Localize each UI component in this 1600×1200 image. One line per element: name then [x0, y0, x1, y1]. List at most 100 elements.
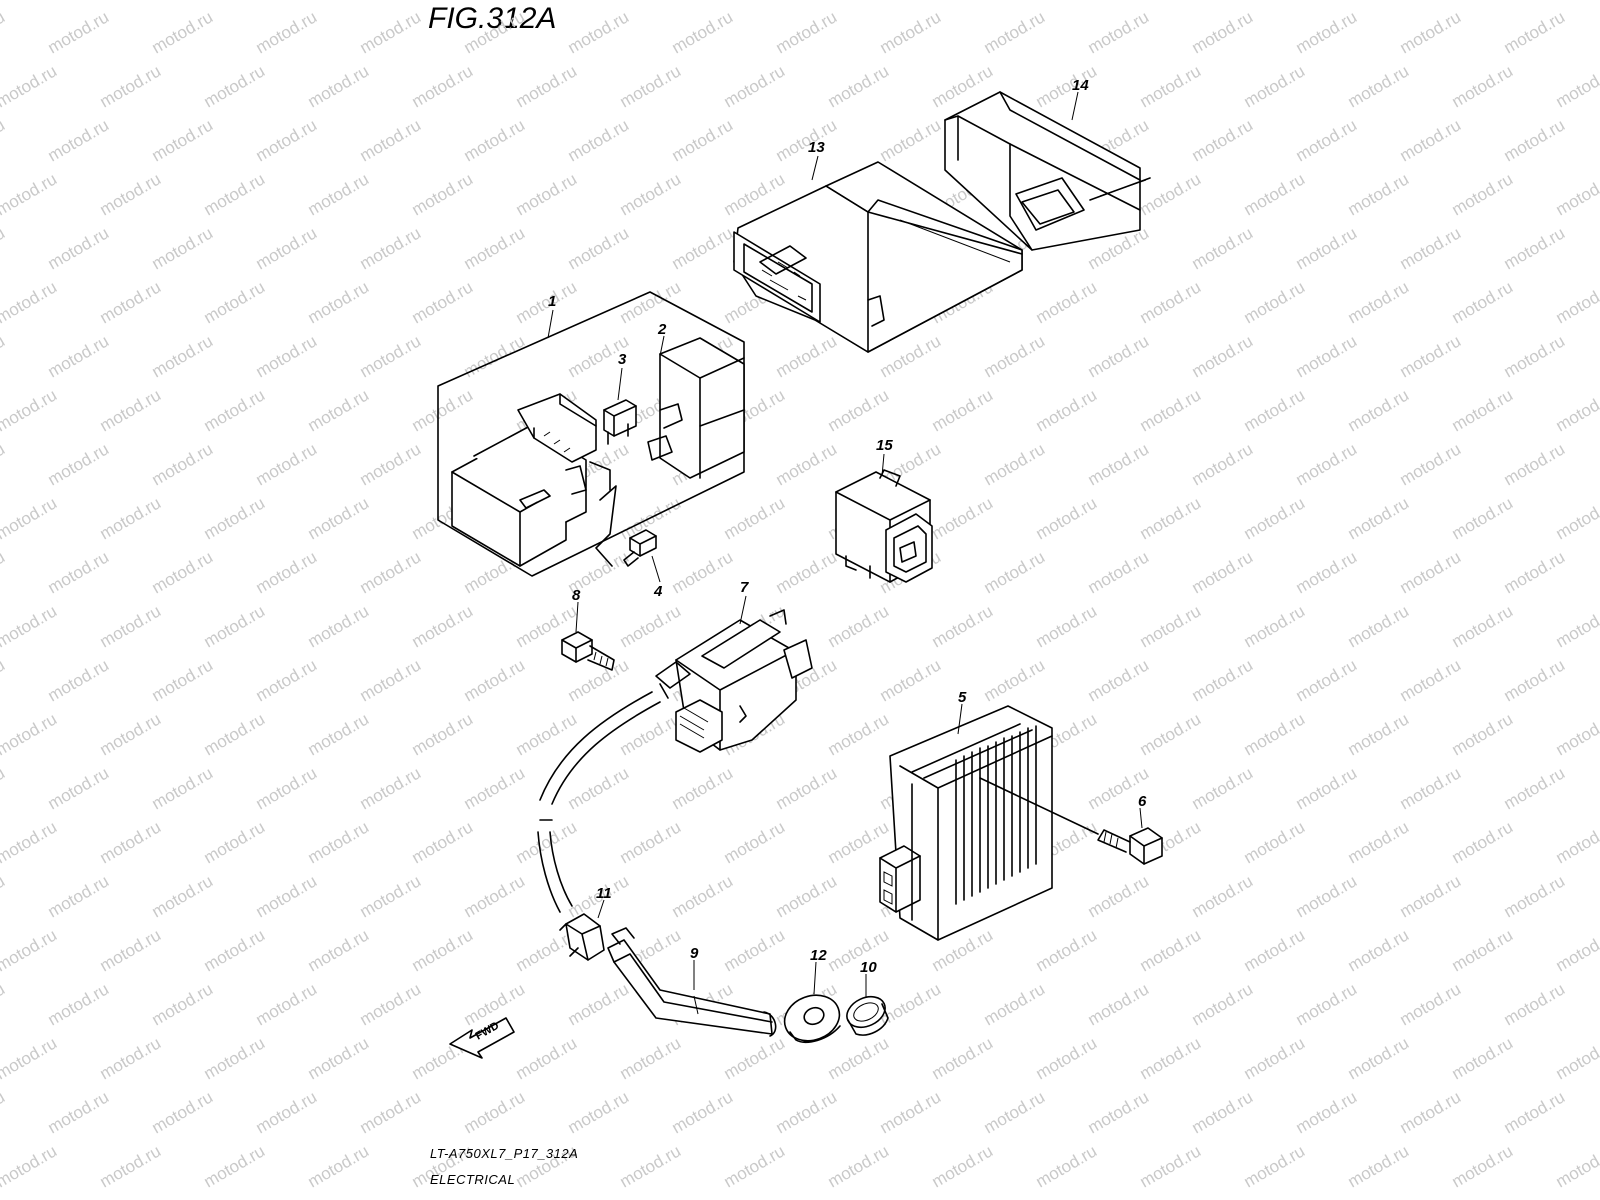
callout-10[interactable]: 10: [860, 959, 877, 976]
watermark-text: motod.ru: [773, 871, 841, 921]
watermark-text: motod.ru: [45, 763, 113, 813]
watermark-text: motod.ru: [1189, 331, 1257, 381]
watermark-text: motod.ru: [253, 763, 321, 813]
watermark-text: motod.ru: [97, 0, 165, 3]
callout-9[interactable]: 9: [690, 945, 699, 962]
watermark-text: motod.ru: [773, 331, 841, 381]
watermark-text: motod.ru: [669, 1087, 737, 1137]
watermark-text: motod.ru: [669, 547, 737, 597]
watermark-text: motod.ru: [1189, 223, 1257, 273]
part-8-bolt[interactable]: [561, 631, 615, 671]
watermark-text: motod.ru: [1189, 1087, 1257, 1137]
watermark-text: motod.ru: [1085, 7, 1153, 57]
watermark-text: motod.ru: [1241, 277, 1309, 327]
watermark-text: motod.ru: [825, 1141, 893, 1191]
callout-12[interactable]: 12: [810, 947, 827, 964]
watermark-text: motod.ru: [1449, 1141, 1517, 1191]
watermark-text: motod.ru: [513, 277, 581, 327]
watermark-text: motod.ru: [981, 655, 1049, 705]
watermark-text: motod.ru: [1085, 547, 1153, 597]
watermark-text: motod.ru: [97, 385, 165, 435]
watermark-text: motod.ru: [1293, 223, 1361, 273]
watermark-text: motod.ru: [1137, 385, 1205, 435]
watermark-text: motod.ru: [617, 169, 685, 219]
part-10-sleeve[interactable]: [842, 991, 890, 1036]
watermark-text: motod.ru: [1085, 1087, 1153, 1137]
callout-7[interactable]: 7: [740, 579, 749, 596]
callout-14[interactable]: 14: [1072, 77, 1089, 94]
part-6-bolt[interactable]: [979, 777, 1163, 865]
callout-13[interactable]: 13: [808, 139, 825, 156]
callout-5[interactable]: 5: [958, 689, 967, 706]
watermark-text: motod.ru: [981, 547, 1049, 597]
watermark-text: motod.ru: [721, 61, 789, 111]
watermark-text: motod.ru: [201, 0, 269, 3]
watermark-text: motod.ru: [253, 331, 321, 381]
callout-2[interactable]: 2: [657, 321, 667, 338]
part-9-plug-boot[interactable]: [607, 927, 777, 1037]
watermark-text: motod.ru: [253, 655, 321, 705]
watermark-text: motod.ru: [981, 1087, 1049, 1137]
watermark-text: motod.ru: [461, 1087, 529, 1137]
watermark-text: motod.ru: [1137, 169, 1205, 219]
watermark-text: motod.ru: [45, 1087, 113, 1137]
watermark-text: motod.ru: [1345, 385, 1413, 435]
watermark-text: motod.ru: [149, 331, 217, 381]
watermark-text: motod.ru: [1397, 871, 1465, 921]
watermark-text: motod.ru: [1137, 493, 1205, 543]
callout-3[interactable]: 3: [618, 351, 627, 368]
watermark-text: motod.ru: [669, 871, 737, 921]
watermark-text: motod.ru: [513, 61, 581, 111]
watermark-text: motod.ru: [669, 115, 737, 165]
watermark-text: motod.ru: [1137, 0, 1205, 3]
section-title: ELECTRICAL: [430, 1172, 516, 1187]
callout-4[interactable]: 4: [653, 583, 663, 600]
callout-6[interactable]: 6: [1138, 793, 1147, 810]
part-11-plug-cap[interactable]: [559, 913, 605, 961]
watermark-text: motod.ru: [305, 493, 373, 543]
watermark-text: motod.ru: [1033, 61, 1101, 111]
watermark-text: motod.ru: [0, 655, 8, 705]
watermark-text: motod.ru: [1397, 331, 1465, 381]
watermark-text: motod.ru: [825, 1033, 893, 1083]
watermark-text: motod.ru: [45, 439, 113, 489]
watermark-text: motod.ru: [1397, 439, 1465, 489]
callout-1[interactable]: 1: [548, 293, 556, 310]
part-5-regulator-rectifier[interactable]: [879, 705, 1053, 941]
watermark-text: motod.ru: [1241, 385, 1309, 435]
watermark-text: motod.ru: [981, 979, 1049, 1029]
watermark-text: motod.ru: [1397, 1087, 1465, 1137]
callout-8[interactable]: 8: [572, 587, 581, 604]
watermark-text: motod.ru: [1033, 0, 1101, 3]
watermark-text: motod.ru: [1241, 817, 1309, 867]
watermark-text: motod.ru: [0, 1033, 60, 1083]
callout-11[interactable]: 11: [596, 885, 612, 902]
part-15-relay[interactable]: [835, 469, 933, 583]
watermark-text: motod.ru: [409, 925, 477, 975]
watermark-text: motod.ru: [773, 115, 841, 165]
part-4-screw[interactable]: [623, 529, 657, 567]
watermark-text: motod.ru: [149, 547, 217, 597]
watermark-text: motod.ru: [1293, 1087, 1361, 1137]
watermark-text: motod.ru: [305, 61, 373, 111]
part-13-ecm[interactable]: [733, 161, 1023, 353]
watermark-text: motod.ru: [1293, 7, 1361, 57]
part-7-ignition-coil[interactable]: [655, 609, 813, 753]
watermark-text: motod.ru: [1501, 763, 1569, 813]
watermark-text: motod.ru: [1345, 817, 1413, 867]
watermark-text: motod.ru: [0, 1087, 8, 1137]
watermark-text: motod.ru: [305, 709, 373, 759]
watermark-text: motod.ru: [669, 763, 737, 813]
watermark-text: motod.ru: [1553, 169, 1600, 219]
watermark-text: motod.ru: [1137, 61, 1205, 111]
watermark-text: motod.ru: [409, 0, 477, 3]
watermark-text: motod.ru: [877, 115, 945, 165]
watermark-text: motod.ru: [97, 169, 165, 219]
part-12-washer[interactable]: [778, 988, 846, 1048]
part-14-ecm-cover[interactable]: [944, 91, 1151, 251]
callout-15[interactable]: 15: [876, 437, 893, 454]
watermark-text: motod.ru: [1501, 1087, 1569, 1137]
part-1-relay-box[interactable]: [437, 291, 745, 577]
watermark-text: motod.ru: [1449, 601, 1517, 651]
